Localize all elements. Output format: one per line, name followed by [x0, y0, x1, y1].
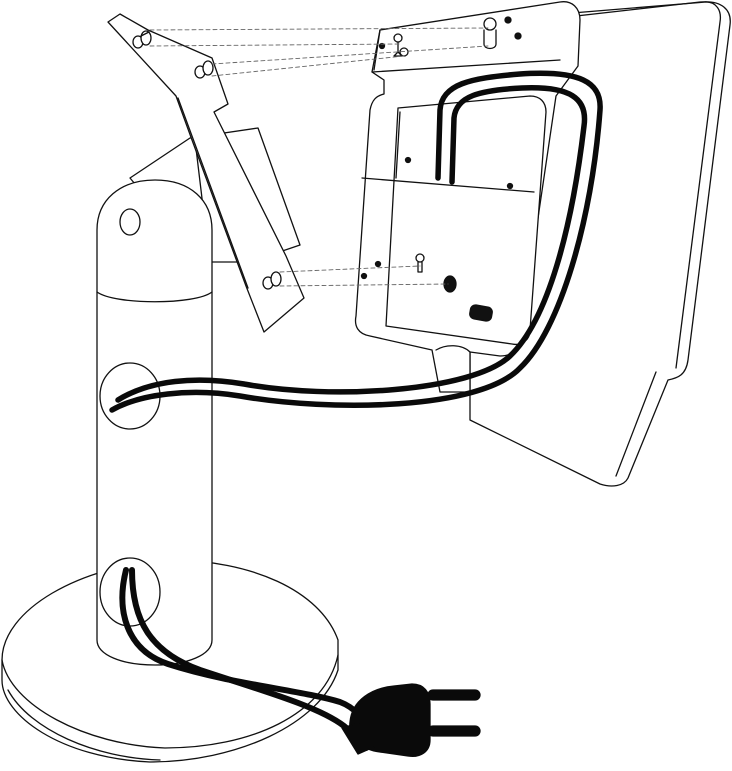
mounting-bracket: [107, 13, 305, 333]
device-screw-top-2: [514, 32, 522, 40]
bracket-side-edge: [177, 97, 249, 289]
plug-prong-top: [427, 689, 481, 701]
device-screw-box-3: [374, 260, 382, 268]
device-top-plate: [371, 29, 561, 73]
guide-line-1: [149, 27, 489, 31]
cable-upper-strand-2: [115, 85, 588, 403]
bracket-bolt-top-left: [132, 30, 152, 49]
device-frame-bottom-line: [615, 371, 657, 477]
guide-line-6: [279, 283, 449, 287]
device-screw-box-1: [404, 156, 412, 164]
base-top-ellipse: [1, 654, 339, 749]
plug-strain-relief: [341, 721, 377, 755]
column-body: [96, 179, 213, 666]
device-keyhole-top-right: [483, 17, 497, 50]
device-keyhole-lower: [415, 253, 425, 273]
plug-prong-bottom: [427, 725, 481, 737]
column-pivot-hole: [119, 208, 141, 236]
device-power-port: [469, 304, 493, 322]
device-back-box-divider: [361, 177, 535, 193]
base-edge-line: [7, 689, 161, 761]
device-mount-hole-lower: [443, 275, 457, 293]
device-screw-top-1: [504, 16, 512, 24]
device-back-box-inner: [395, 111, 401, 179]
column-joint-line: [96, 291, 213, 303]
device-back-box: [385, 95, 547, 346]
guide-line-4: [211, 55, 405, 77]
guide-line-5: [279, 265, 421, 273]
cable-upper-strand-1: [109, 70, 603, 413]
bracket-bolt-top-right: [194, 60, 214, 79]
device-screw-box-4: [360, 272, 368, 280]
device-screw-box-2: [506, 182, 514, 190]
bracket-bolt-bottom: [262, 271, 282, 290]
power-plug: [341, 683, 481, 758]
guide-line-2: [149, 43, 401, 47]
stand-column: [96, 179, 213, 666]
device-bottom-foot: [435, 345, 471, 353]
device-screw-top-3: [378, 42, 386, 50]
alignment-guides: [149, 27, 489, 287]
guide-line-3: [211, 45, 489, 65]
display-device: [354, 1, 731, 487]
device-frame-inner-line: [559, 1, 722, 369]
cable-loop-upper: [109, 70, 603, 413]
